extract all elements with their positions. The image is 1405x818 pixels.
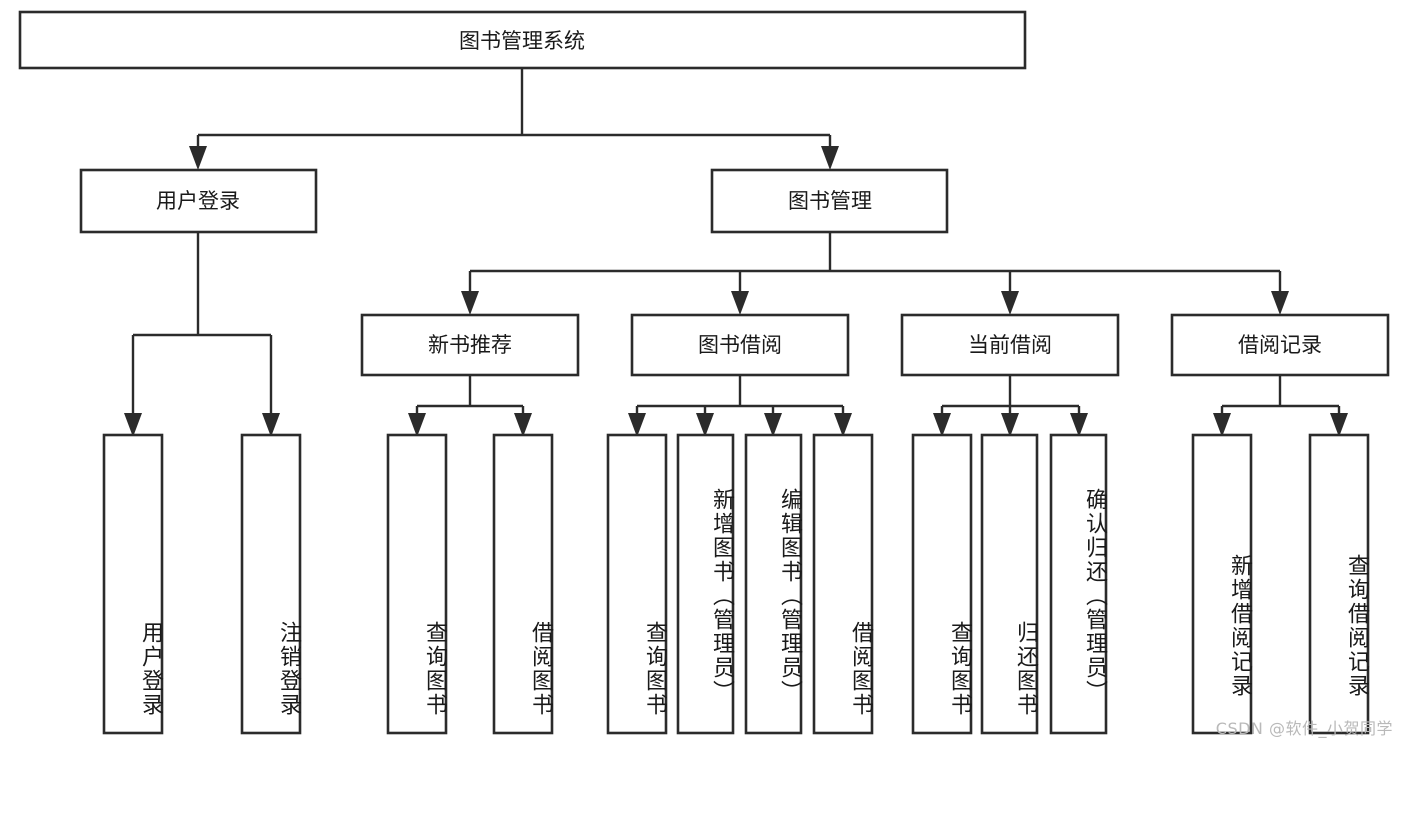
arrow-to-borrow-edit (764, 413, 782, 437)
node-root[interactable]: 图书管理系统 (18, 10, 1027, 70)
node-borrow-record-label: 借阅记录 (1238, 333, 1322, 357)
edge-root-bus (196, 68, 832, 162)
node-book-borrow-box[interactable] (630, 313, 850, 377)
tree-canvas: 图书管理系统 用户登录 图书管理 新书推荐 图书借阅 当前借阅 借阅记录 (18, 10, 1390, 735)
csdn-watermark: CSDN @软件_小贺同学 (1215, 719, 1393, 738)
arrow-to-new-query (408, 413, 426, 437)
node-root-label: 图书管理系统 (459, 29, 585, 53)
node-current-borrow-label: 当前借阅 (968, 333, 1052, 357)
edge-borrow-bus (635, 375, 845, 427)
node-l4-borrow-edit-box[interactable] (744, 433, 803, 735)
node-book-manage[interactable]: 图书管理 (710, 168, 949, 234)
node-user-login[interactable]: 用户登录 (79, 168, 318, 234)
arrow-to-borrow-add (696, 413, 714, 437)
node-borrow-record-box[interactable] (1170, 313, 1390, 377)
node-new-recommend-label: 新书推荐 (428, 333, 512, 357)
arrow-to-cur-confirm (1070, 413, 1088, 437)
node-current-borrow-box[interactable] (900, 313, 1120, 377)
arrow-to-l4-user-login (124, 413, 142, 437)
arrow-to-l4-user-logout (262, 413, 280, 437)
arrow-to-rec-add (1213, 413, 1231, 437)
node-l4-borrow-lend-box[interactable] (812, 433, 874, 735)
arrow-to-new-recommend (461, 291, 479, 315)
edge-user-bus (131, 232, 273, 427)
node-l4-cur-confirm-box[interactable] (1049, 433, 1108, 735)
node-root-box[interactable] (18, 10, 1027, 70)
node-l4-user-login-box[interactable] (102, 433, 164, 735)
arrow-to-borrow-query (628, 413, 646, 437)
edge-record-bus (1220, 375, 1341, 427)
node-borrow-record[interactable]: 借阅记录 (1170, 313, 1390, 377)
node-new-recommend-box[interactable] (360, 313, 580, 377)
edge-new-bus (415, 375, 525, 427)
arrow-to-cur-return (1001, 413, 1019, 437)
arrow-to-new-borrow (514, 413, 532, 437)
node-l4-user-logout-box[interactable] (240, 433, 302, 735)
node-user-login-box[interactable] (79, 168, 318, 234)
node-new-recommend[interactable]: 新书推荐 (360, 313, 580, 377)
node-l4-cur-query-box[interactable] (911, 433, 973, 735)
connector-layer (131, 68, 1341, 427)
node-user-login-label: 用户登录 (156, 189, 240, 213)
node-book-manage-box[interactable] (710, 168, 949, 234)
node-l4-new-query-box[interactable] (386, 433, 448, 735)
node-l4-rec-add-box[interactable] (1191, 433, 1253, 735)
arrow-to-book-manage (821, 146, 839, 170)
node-l4-rec-query-box[interactable] (1308, 433, 1370, 735)
node-current-borrow[interactable]: 当前借阅 (900, 313, 1120, 377)
arrow-to-user-login (189, 146, 207, 170)
node-l4-borrow-add-box[interactable] (676, 433, 735, 735)
arrowhead-layer (124, 146, 1348, 437)
arrow-to-rec-query (1330, 413, 1348, 437)
org-chart-diagram: 图书管理系统 用户登录 图书管理 新书推荐 图书借阅 当前借阅 借阅记录 (18, 10, 1393, 738)
edge-book-bus (468, 232, 1282, 300)
arrow-to-cur-query (933, 413, 951, 437)
arrow-to-borrow-record (1271, 291, 1289, 315)
arrow-to-book-borrow (731, 291, 749, 315)
node-l4-borrow-query-box[interactable] (606, 433, 668, 735)
arrow-to-borrow-lend (834, 413, 852, 437)
arrow-to-current-borrow (1001, 291, 1019, 315)
node-book-manage-label: 图书管理 (788, 189, 872, 213)
node-l4-cur-return-box[interactable] (980, 433, 1039, 735)
node-book-borrow[interactable]: 图书借阅 (630, 313, 850, 377)
node-book-borrow-label: 图书借阅 (698, 333, 782, 357)
leaf-box-layer (102, 433, 1370, 735)
node-l4-new-borrow-box[interactable] (492, 433, 554, 735)
